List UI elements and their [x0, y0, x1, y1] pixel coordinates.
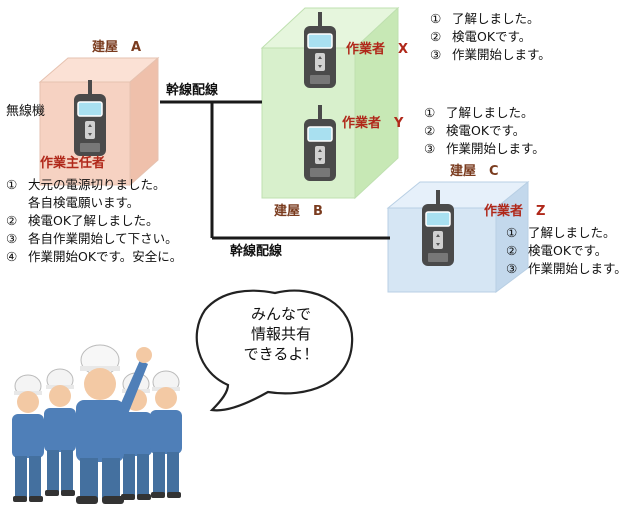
trunk-wiring-label-top: 幹線配線: [166, 83, 219, 98]
lead-worker-figure: [76, 344, 152, 504]
worker-x-label: 作業者 X: [346, 42, 409, 57]
trunk-wiring-label-bottom: 幹線配線: [230, 244, 283, 259]
speech-line-1: みんなで: [250, 305, 311, 323]
building-a-label: 建屋 A: [92, 40, 142, 55]
radio-label: 無線機: [6, 104, 46, 119]
speech-bubble-text: みんなで 情報共有 できるよ！: [222, 304, 340, 364]
building-c-label: 建屋 C: [450, 164, 499, 179]
workers-illustration: [11, 344, 183, 504]
speech-line-2: 情報共有: [250, 325, 311, 343]
worker-z-label: 作業者 Z: [484, 204, 546, 219]
trunk-wiring: [160, 100, 390, 240]
speech-bubble-shape: [195, 289, 354, 412]
building-b-label: 建屋 B: [274, 204, 323, 219]
message-row: 各自検電願います。: [28, 195, 140, 210]
speech-line-3: できるよ！: [243, 345, 319, 363]
worker-y-label: 作業者 Y: [342, 116, 404, 131]
site-supervisor-label: 作業主任者: [40, 156, 106, 171]
